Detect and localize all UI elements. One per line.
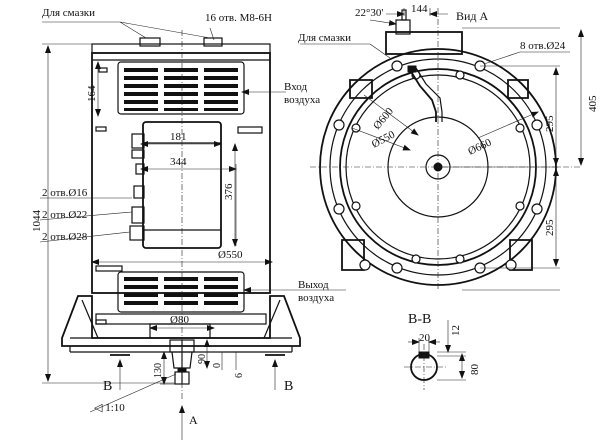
dim-6: 6: [234, 373, 245, 378]
side-view: Для смазки 16 отв. М8-6Н Вход воздуха Вы…: [31, 7, 346, 440]
lubrication-fitting: [385, 31, 463, 55]
dim-1044: 1044: [31, 210, 43, 233]
holes-16-label: 2 отв.Ø16: [42, 187, 88, 199]
dim-376: 376: [223, 183, 235, 200]
holes-28-label: 2 отв.Ø28: [42, 231, 88, 243]
holes-22-label: 2 отв.Ø22: [42, 209, 87, 221]
section-bb: В-В 20 12 80: [404, 312, 481, 390]
dim-600: Ø600: [371, 105, 396, 132]
lower-grille-slots: [124, 277, 238, 305]
dim-164: 164: [86, 85, 98, 102]
dim-130: 130: [153, 363, 164, 378]
section-mark-right: В: [284, 379, 293, 394]
section-mark-left: В: [103, 379, 112, 394]
dim-181: 181: [170, 131, 187, 143]
dim-80-left: Ø80: [170, 314, 189, 326]
air-inlet-label-1: Вход: [284, 81, 307, 93]
air-inlet-label-2: воздуха: [284, 94, 320, 106]
top-cover: [91, 43, 271, 54]
dim-90: 90: [197, 354, 208, 364]
dim-80-section: 80: [469, 364, 481, 376]
end-view: 22°30' 144 Вид А Для смазки 8 отв.Ø24 40…: [298, 3, 599, 291]
taper-label: ◁ 1:10: [94, 402, 125, 414]
section-title: В-В: [408, 312, 431, 327]
dim-295-top: 295: [544, 115, 556, 132]
dim-295-bottom: 295: [544, 219, 556, 236]
dim-0: 0: [212, 363, 223, 368]
dim-550-left: Ø550: [218, 249, 243, 261]
view-a-title: Вид А: [456, 9, 489, 23]
upper-grille-slots: [124, 68, 238, 111]
view-a-arrow-label: А: [189, 413, 198, 427]
lubrication-label-left: Для смазки: [42, 7, 95, 19]
dim-550-right: Ø550: [370, 128, 398, 150]
motor-housing: [91, 52, 271, 294]
holes-m8-label: 16 отв. М8-6Н: [205, 12, 272, 24]
dim-660: Ø660: [466, 136, 494, 157]
holes-24-label: 8 отв.Ø24: [520, 40, 566, 52]
dim-344: 344: [170, 156, 187, 168]
dim-12-section: 12: [450, 325, 462, 336]
air-outlet-label-1: Выход: [298, 279, 329, 291]
upper-air-vent: [117, 61, 245, 115]
lubrication-label-right: Для смазки: [298, 32, 351, 44]
dim-20-section: 20: [419, 332, 431, 344]
dim-405: 405: [587, 95, 599, 112]
dim-144: 144: [411, 3, 428, 15]
air-outlet-label-2: воздуха: [298, 292, 334, 304]
angle-label: 22°30': [355, 7, 383, 19]
